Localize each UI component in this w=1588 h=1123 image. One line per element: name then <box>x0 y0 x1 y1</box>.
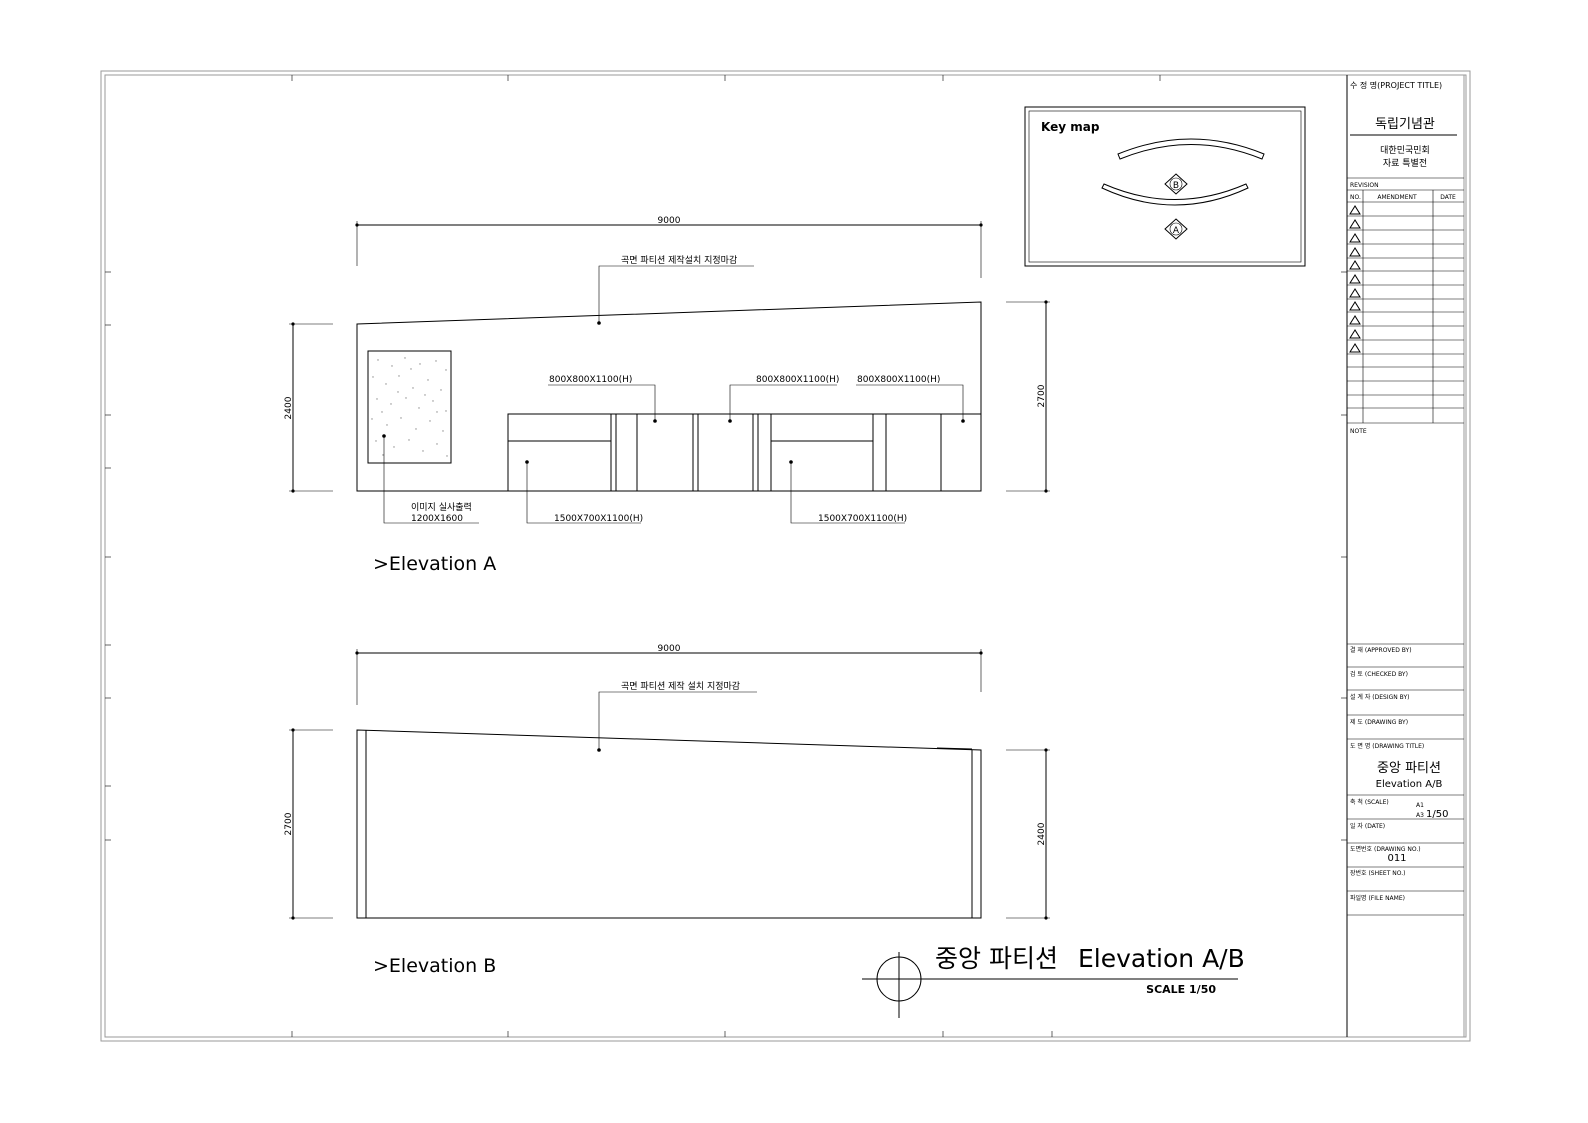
elevation-a-right-height: 2700 <box>1037 384 1047 407</box>
elevation-b-partition-outline <box>356 729 982 919</box>
sheet-border <box>100 70 1471 1042</box>
elevation-a-image-panel <box>367 350 452 464</box>
drawing-title-stamp: 중앙 파티션 Elevation A/B SCALE 1/50 <box>862 944 1245 1018</box>
image-panel-texture <box>371 357 448 457</box>
elevation-a-leaders: 곡면 파티션 제작설치 지정마감 800X800X1100(H) 800X800… <box>382 254 965 524</box>
approved-label: 결 재 (APPROVED BY) <box>1350 646 1412 654</box>
project-title-label: 수 정 명(PROJECT TITLE) <box>1350 80 1442 90</box>
elevation-a-left-height: 2400 <box>284 396 294 419</box>
revision-label: REVISION <box>1350 182 1379 189</box>
drawing-scale: SCALE 1/50 <box>1146 983 1216 996</box>
elevation-b-left-dimension: 2700 <box>284 728 333 920</box>
key-map-marker-b-icon <box>1164 173 1188 195</box>
revision-col-date: DATE <box>1440 194 1456 201</box>
elevation-b-width-value: 9000 <box>658 644 681 654</box>
revision-col-amendment: AMENDMENT <box>1377 194 1417 201</box>
scale-a1: A1 <box>1416 802 1424 809</box>
key-map-marker-a: A <box>1173 226 1180 236</box>
signature-rows <box>1347 643 1464 916</box>
checked-label: 검 토 (CHECKED BY) <box>1350 671 1408 678</box>
project-sub-line2: 자료 특별전 <box>1383 158 1427 169</box>
elevation-a-display-cases <box>507 413 982 492</box>
elevation-a-right-dimension: 2700 <box>1006 300 1050 493</box>
key-map: Key map B A <box>1024 106 1306 267</box>
elevation-a-label: >Elevation A <box>373 553 496 575</box>
key-map-partition-lower <box>1101 183 1249 206</box>
key-map-marker-a-icon <box>1164 218 1188 240</box>
sheet-no-label: 장번호 (SHEET NO.) <box>1350 869 1406 877</box>
drawing-title-korean-large: 중앙 파티션 <box>935 944 1058 973</box>
drawing-title-latin: Elevation A/B <box>1376 779 1443 790</box>
revision-col-no: NO. <box>1350 194 1361 201</box>
project-name: 독립기념관 <box>1375 117 1435 132</box>
elevation-b-finish-note: 곡면 파티션 제작 설치 지정마감 <box>621 680 740 692</box>
key-map-partition-upper <box>1117 138 1265 160</box>
elevation-a-image-note-line1: 이미지 실사출력 <box>411 501 472 513</box>
drawing-title-latin-large: Elevation A/B <box>1078 944 1245 973</box>
elevation-b-width-dimension: 9000 <box>355 644 983 705</box>
note-label: NOTE <box>1350 428 1367 435</box>
elevation-a-width-value: 9000 <box>658 216 681 226</box>
drawing-title-label: 도 면 명 (DRAWING TITLE) <box>1350 742 1424 750</box>
revision-triangles <box>1349 205 1361 353</box>
design-label: 설 계 자 (DESIGN BY) <box>1350 693 1409 701</box>
drawing-title-korean: 중앙 파티션 <box>1377 761 1441 776</box>
scale-a3: A3 <box>1416 812 1424 819</box>
elevation-a-image-note-line2: 1200X1600 <box>411 514 463 524</box>
elevation-a-case-small-3: 800X800X1100(H) <box>857 375 940 385</box>
elevation-a-finish-note: 곡면 파티션 제작설치 지정마감 <box>621 254 737 266</box>
elevation-a: 9000 2400 2700 <box>284 216 1050 575</box>
elevation-a-case-small-2: 800X800X1100(H) <box>756 375 839 385</box>
elevation-b-label: >Elevation B <box>373 955 496 977</box>
elevation-b: 9000 2700 2400 곡면 파티션 제작 설치 지정마감 >Elevat… <box>284 644 1050 977</box>
elevation-a-width-dimension: 9000 <box>355 216 983 278</box>
elevation-a-case-large-1: 1500X700X1100(H) <box>554 514 643 524</box>
drawing-no: 011 <box>1387 853 1406 864</box>
elevation-b-right-height: 2400 <box>1037 822 1047 845</box>
elevation-a-case-small-1: 800X800X1100(H) <box>549 375 632 385</box>
file-name-label: 파일명 (FILE NAME) <box>1350 894 1405 902</box>
scale-value: 1/50 <box>1426 809 1448 820</box>
date-label: 일 자 (DATE) <box>1350 822 1385 830</box>
elevation-a-left-dimension: 2400 <box>284 322 333 493</box>
key-map-marker-b: B <box>1173 181 1179 191</box>
elevation-b-left-height: 2700 <box>284 812 294 835</box>
title-block: 수 정 명(PROJECT TITLE) 독립기념관 대한민국민회 자료 특별전 <box>1346 75 1465 1037</box>
drawing-by-label: 제 도 (DRAWING BY) <box>1350 718 1408 726</box>
revision-table <box>1347 177 1464 424</box>
scale-label: 축 척 (SCALE) <box>1350 798 1389 806</box>
elevation-b-right-dimension: 2400 <box>1006 748 1050 920</box>
project-sub-line1: 대한민국민회 <box>1380 145 1430 156</box>
drawing-no-label: 도면번호 (DRAWING NO.) <box>1350 845 1421 853</box>
border-ticks <box>105 75 1347 1037</box>
key-map-label: Key map <box>1041 120 1100 134</box>
elevation-a-case-large-2: 1500X700X1100(H) <box>818 514 907 524</box>
